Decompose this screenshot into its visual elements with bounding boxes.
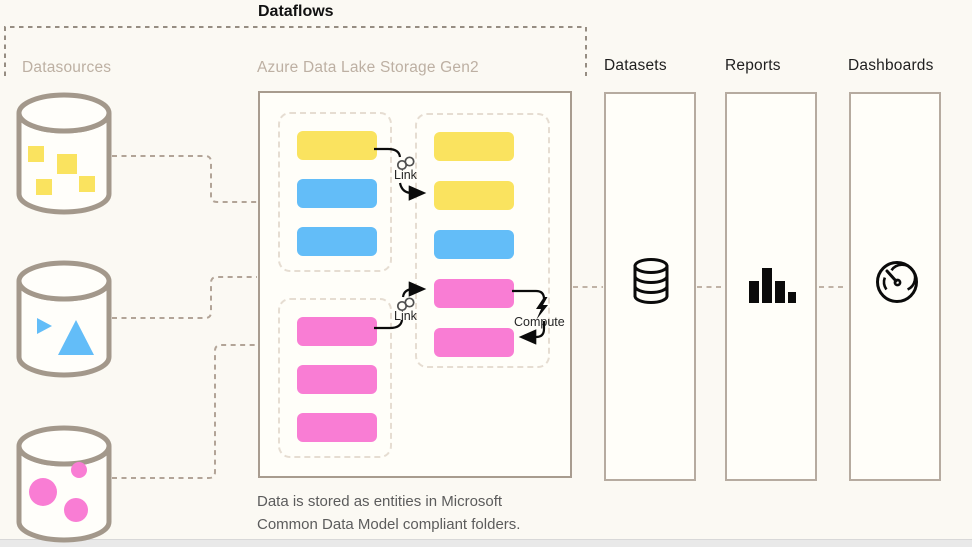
pink-entity-bar bbox=[297, 317, 377, 346]
blue-entity-bar bbox=[434, 230, 514, 259]
reports-box bbox=[725, 92, 817, 481]
pink-data-circles bbox=[29, 462, 88, 522]
datasource-connectors bbox=[112, 155, 257, 479]
staging-entities-group-top bbox=[278, 112, 392, 272]
connector-source2 bbox=[112, 276, 257, 319]
datasource-cylinder-squares bbox=[16, 92, 112, 215]
cylinder-top bbox=[16, 425, 112, 467]
dashboards-label: Dashboards bbox=[848, 57, 934, 74]
datasets-label: Datasets bbox=[604, 57, 667, 74]
link-top-label: Link bbox=[394, 168, 417, 182]
cylinder-body bbox=[16, 280, 112, 378]
datasource-cylinder-circles bbox=[16, 425, 112, 543]
adls-caption-line1: Data is stored as entities in Microsoft bbox=[257, 493, 503, 510]
pink-entity-bar bbox=[297, 413, 377, 442]
blue-entity-bar bbox=[297, 179, 377, 208]
yellow-entity-bar bbox=[434, 181, 514, 210]
yellow-data-squares bbox=[28, 146, 95, 195]
adls-caption-line2: Common Data Model compliant folders. bbox=[257, 516, 521, 533]
cylinder-top bbox=[16, 92, 112, 134]
datasets-box bbox=[604, 92, 696, 481]
compute-label: Compute bbox=[514, 315, 565, 329]
pink-entity-bar bbox=[434, 279, 514, 308]
cylinder-body bbox=[16, 112, 112, 215]
datasource-cylinder-triangles bbox=[16, 260, 112, 378]
model-entities-group bbox=[415, 113, 550, 368]
dashboards-box bbox=[849, 92, 941, 481]
cylinder-top bbox=[16, 260, 112, 302]
adls-label: Azure Data Lake Storage Gen2 bbox=[257, 59, 479, 76]
connector-source3 bbox=[112, 344, 257, 479]
blue-entity-bar bbox=[297, 227, 377, 256]
pink-entity-bar bbox=[297, 365, 377, 394]
yellow-entity-bar bbox=[297, 131, 377, 160]
adls-caption: Data is stored as entities in Microsoft … bbox=[257, 490, 520, 536]
pink-entity-bar bbox=[434, 328, 514, 357]
yellow-entity-bar bbox=[434, 132, 514, 161]
reports-label: Reports bbox=[725, 57, 781, 74]
link-bottom-label: Link bbox=[394, 309, 417, 323]
dataflows-title: Dataflows bbox=[258, 3, 334, 20]
connector-source1 bbox=[112, 155, 257, 203]
cylinder-body bbox=[16, 445, 112, 543]
window-bottom-strip bbox=[0, 539, 972, 547]
blue-data-triangles bbox=[37, 318, 94, 355]
staging-entities-group-bottom bbox=[278, 298, 392, 458]
datasources-label: Datasources bbox=[22, 59, 112, 76]
